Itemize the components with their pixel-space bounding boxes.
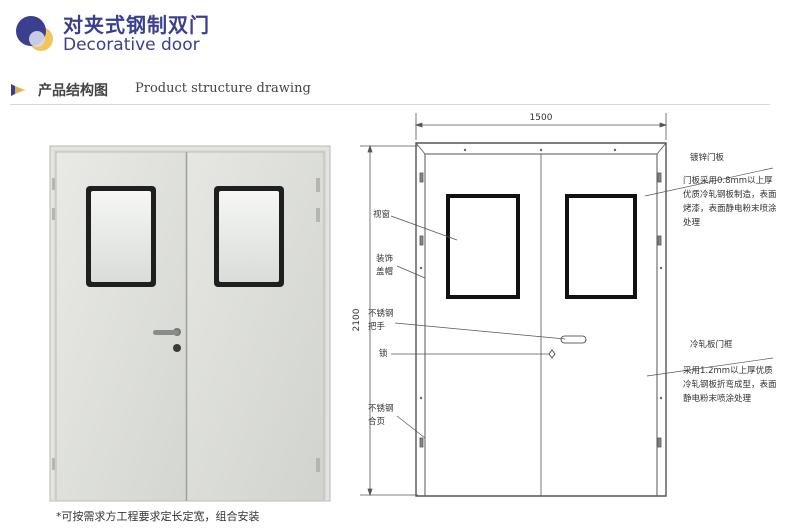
page-title: 对夹式钢制双门 — [63, 13, 210, 37]
page-subtitle: Decorative door — [63, 35, 200, 55]
label-frame: 冷轧板门框 — [690, 340, 733, 350]
label-hinge: 不锈钢合页 — [368, 404, 394, 427]
note-door-panel: 门板采用0.8mm以上厚优质冷轧钢板制造，表面烤漆，表面静电粉末喷涂处理 — [683, 176, 777, 228]
door-photo — [49, 145, 331, 502]
label-door-panel: 镀锌门板 — [690, 153, 725, 163]
section-title: 产品结构图 — [38, 83, 108, 99]
height-dimension: 2100 — [352, 308, 362, 331]
note-frame: 采用1.2mm以上厚优质冷轧钢板折弯成型，表面静电粉末喷涂处理 — [683, 366, 777, 404]
label-window: 视窗 — [373, 210, 391, 220]
width-dimension: 1500 — [530, 113, 553, 123]
two-circles-logo-icon — [16, 16, 53, 51]
triangle-arrow-icon — [11, 84, 26, 96]
section-subtitle: Product structure drawing — [135, 81, 311, 96]
label-lock: 锁 — [379, 349, 388, 359]
section-divider — [10, 104, 770, 105]
footnote: *可按需求方工程要求定长定宽，组合安装 — [56, 510, 260, 523]
label-trim-cover: 装饰盖帽 — [376, 254, 394, 277]
structure-drawing: 1500 2100 — [352, 113, 774, 497]
label-handle: 不锈钢把手 — [368, 309, 394, 332]
